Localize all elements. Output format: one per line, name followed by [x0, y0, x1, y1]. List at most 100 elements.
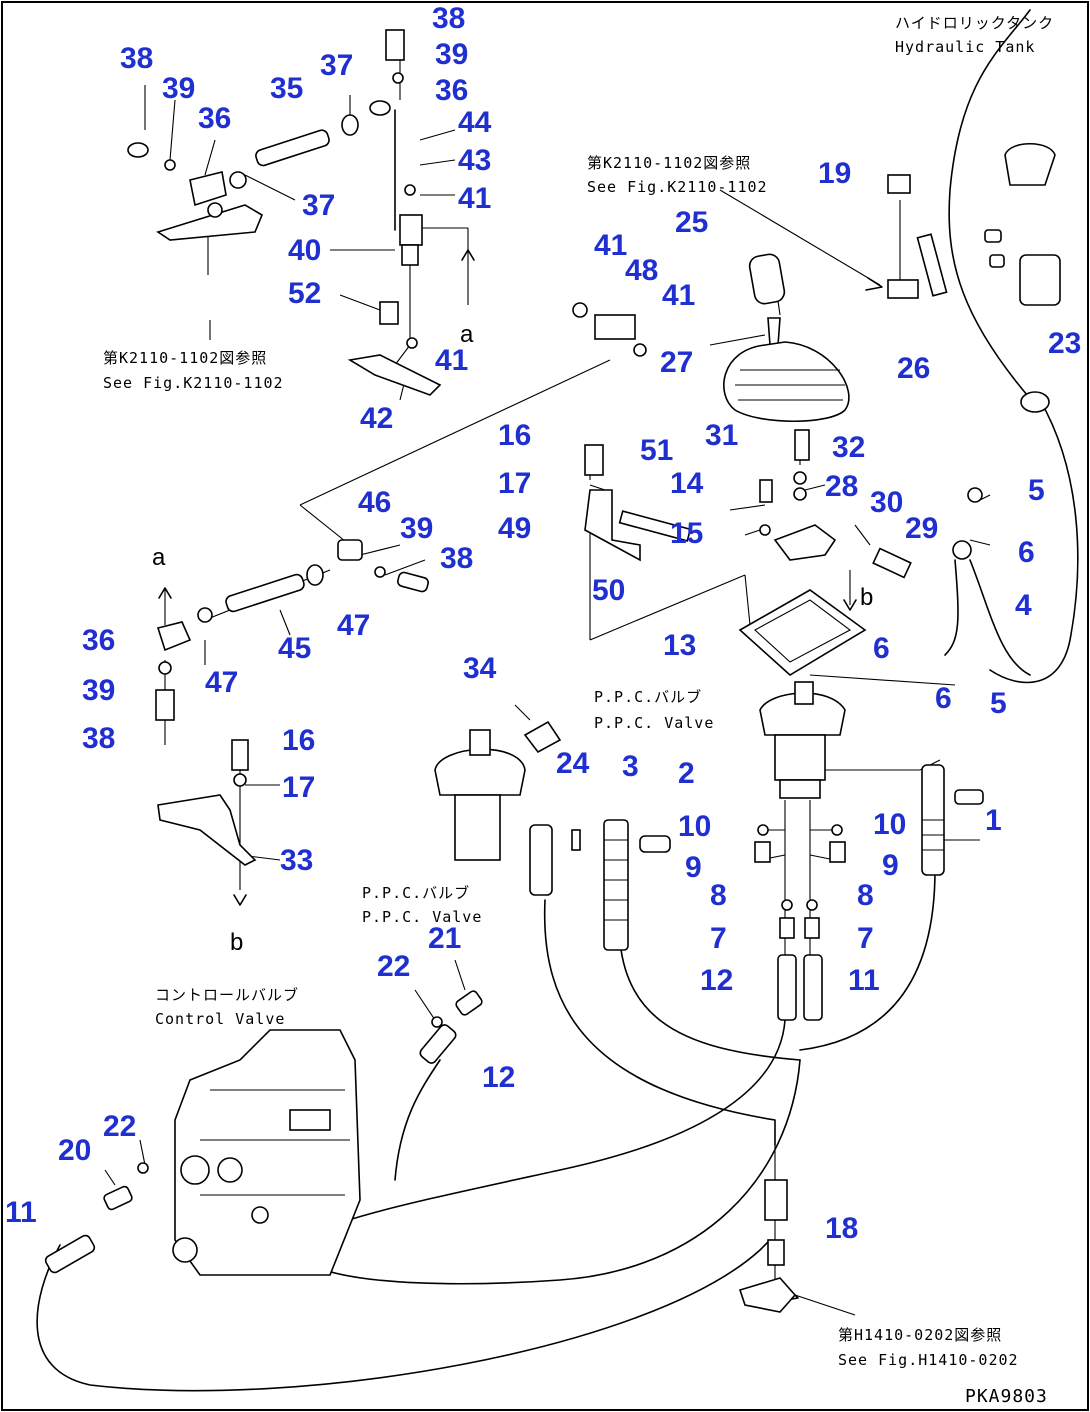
note-control-valve-en: Control Valve: [155, 1010, 285, 1028]
callout-38-mid: 38: [440, 542, 473, 575]
callout-24: 24: [556, 747, 590, 780]
callout-51: 51: [640, 434, 673, 467]
callout-41-d: 41: [662, 279, 695, 312]
callout-39-mid: 39: [400, 512, 433, 545]
callout-33: 33: [280, 844, 313, 877]
callout-39-left: 39: [162, 72, 195, 105]
callout-10-left: 10: [678, 810, 711, 843]
callout-26: 26: [897, 352, 930, 385]
note-ref-h1410-en: See Fig.H1410-0202: [838, 1351, 1019, 1369]
ref-letter-b-low: b: [230, 929, 243, 956]
callout-19: 19: [818, 157, 851, 190]
callout-18: 18: [825, 1212, 858, 1245]
callout-8-left: 8: [710, 879, 727, 912]
callout-8-right: 8: [857, 879, 874, 912]
callout-22-top: 22: [377, 950, 410, 983]
callout-47-a: 47: [337, 609, 370, 642]
callout-23: 23: [1048, 327, 1081, 360]
note-ref-h1410-jp: 第H1410-0202図参照: [838, 1326, 1002, 1344]
callout-7-right: 7: [857, 922, 874, 955]
note-ppc-valve-right-en: P.P.C. Valve: [594, 714, 714, 732]
callout-7-left: 7: [710, 922, 727, 955]
callout-45: 45: [278, 632, 311, 665]
callout-41-a: 41: [458, 182, 491, 215]
callout-50: 50: [592, 574, 625, 607]
callout-39-top: 39: [435, 38, 468, 71]
callout-15: 15: [670, 517, 703, 550]
callout-9-left: 9: [685, 851, 702, 884]
callout-25: 25: [675, 206, 708, 239]
callout-46: 46: [358, 486, 391, 519]
callout-43: 43: [458, 144, 491, 177]
callout-28: 28: [825, 470, 858, 503]
callout-21: 21: [428, 922, 461, 955]
callout-6-a: 6: [1018, 536, 1035, 569]
note-ref-2110-1102-en: See Fig.K2110-1102: [587, 178, 768, 196]
callout-48: 48: [625, 254, 658, 287]
part-shapes: [44, 9, 1061, 1313]
callout-11-right: 11: [848, 964, 880, 997]
callout-44: 44: [458, 106, 492, 139]
callout-31: 31: [705, 419, 738, 452]
drawing-code: PKA9803: [965, 1386, 1048, 1407]
callout-32: 32: [832, 431, 865, 464]
callout-14: 14: [670, 467, 704, 500]
callout-52: 52: [288, 277, 321, 310]
callout-30: 30: [870, 486, 903, 519]
reference-letters: a a b b: [152, 321, 873, 956]
callout-6-c: 6: [935, 682, 952, 715]
ref-letter-a-mid: a: [152, 544, 166, 571]
callout-42: 42: [360, 402, 393, 435]
note-ppc-valve-right-jp: P.P.C.バルブ: [594, 688, 702, 706]
annotation-notes: ハイドロリックタンク Hydraulic Tank 第K2110-1102図参照…: [103, 14, 1054, 1407]
callout-numbers: 38 39 36 38 39 35 37 36 44 43 41 37 40 5…: [5, 2, 1081, 1245]
callout-49: 49: [498, 512, 531, 545]
callout-36-mid: 36: [82, 624, 115, 657]
note-ppc-valve-left-jp: P.P.C.バルブ: [362, 884, 470, 902]
note-ref-2110-1102-jp: 第K2110-1102図参照: [587, 154, 751, 172]
callout-38-low: 38: [82, 722, 115, 755]
callout-35: 35: [270, 72, 303, 105]
callout-5-bottom: 5: [990, 687, 1007, 720]
callout-27: 27: [660, 346, 693, 379]
callout-47-b: 47: [205, 666, 238, 699]
callout-17-low: 17: [282, 771, 315, 804]
callout-37-top: 37: [320, 49, 353, 82]
callout-4: 4: [1015, 589, 1032, 622]
ref-letter-a-top: a: [460, 321, 474, 348]
note-ppc-valve-left-en: P.P.C. Valve: [362, 908, 482, 926]
callout-29: 29: [905, 512, 938, 545]
note-ref-left-jp: 第K2110-1102図参照: [103, 349, 267, 367]
callout-36-left: 36: [198, 102, 231, 135]
callout-5-top: 5: [1028, 474, 1045, 507]
callout-9-right: 9: [882, 849, 899, 882]
callout-3: 3: [622, 750, 639, 783]
callout-22-low: 22: [103, 1110, 136, 1143]
note-control-valve-jp: コントロールバルブ: [155, 986, 299, 1004]
leader-lines: [104, 55, 991, 1316]
callout-12-right: 12: [700, 964, 733, 997]
callout-10-right: 10: [873, 808, 906, 841]
callout-38-left: 38: [120, 42, 153, 75]
callout-20: 20: [58, 1134, 91, 1167]
note-ref-left-en: See Fig.K2110-1102: [103, 374, 284, 392]
callout-41-b: 41: [435, 344, 468, 377]
callout-41-c: 41: [594, 229, 627, 262]
ref-letter-b-mid: b: [860, 584, 873, 611]
callout-36-top: 36: [435, 74, 468, 107]
callout-1: 1: [985, 804, 1002, 837]
note-hydraulic-tank-jp: ハイドロリックタンク: [895, 14, 1054, 32]
note-hydraulic-tank-en: Hydraulic Tank: [895, 38, 1035, 56]
callout-40: 40: [288, 234, 321, 267]
callout-37-mid: 37: [302, 189, 335, 222]
callout-13: 13: [663, 629, 696, 662]
callout-6-b: 6: [873, 632, 890, 665]
callout-34: 34: [463, 652, 497, 685]
callout-12-left: 12: [482, 1061, 515, 1094]
callout-38-top: 38: [432, 2, 465, 35]
callout-2: 2: [678, 757, 695, 790]
callout-16-low: 16: [282, 724, 315, 757]
